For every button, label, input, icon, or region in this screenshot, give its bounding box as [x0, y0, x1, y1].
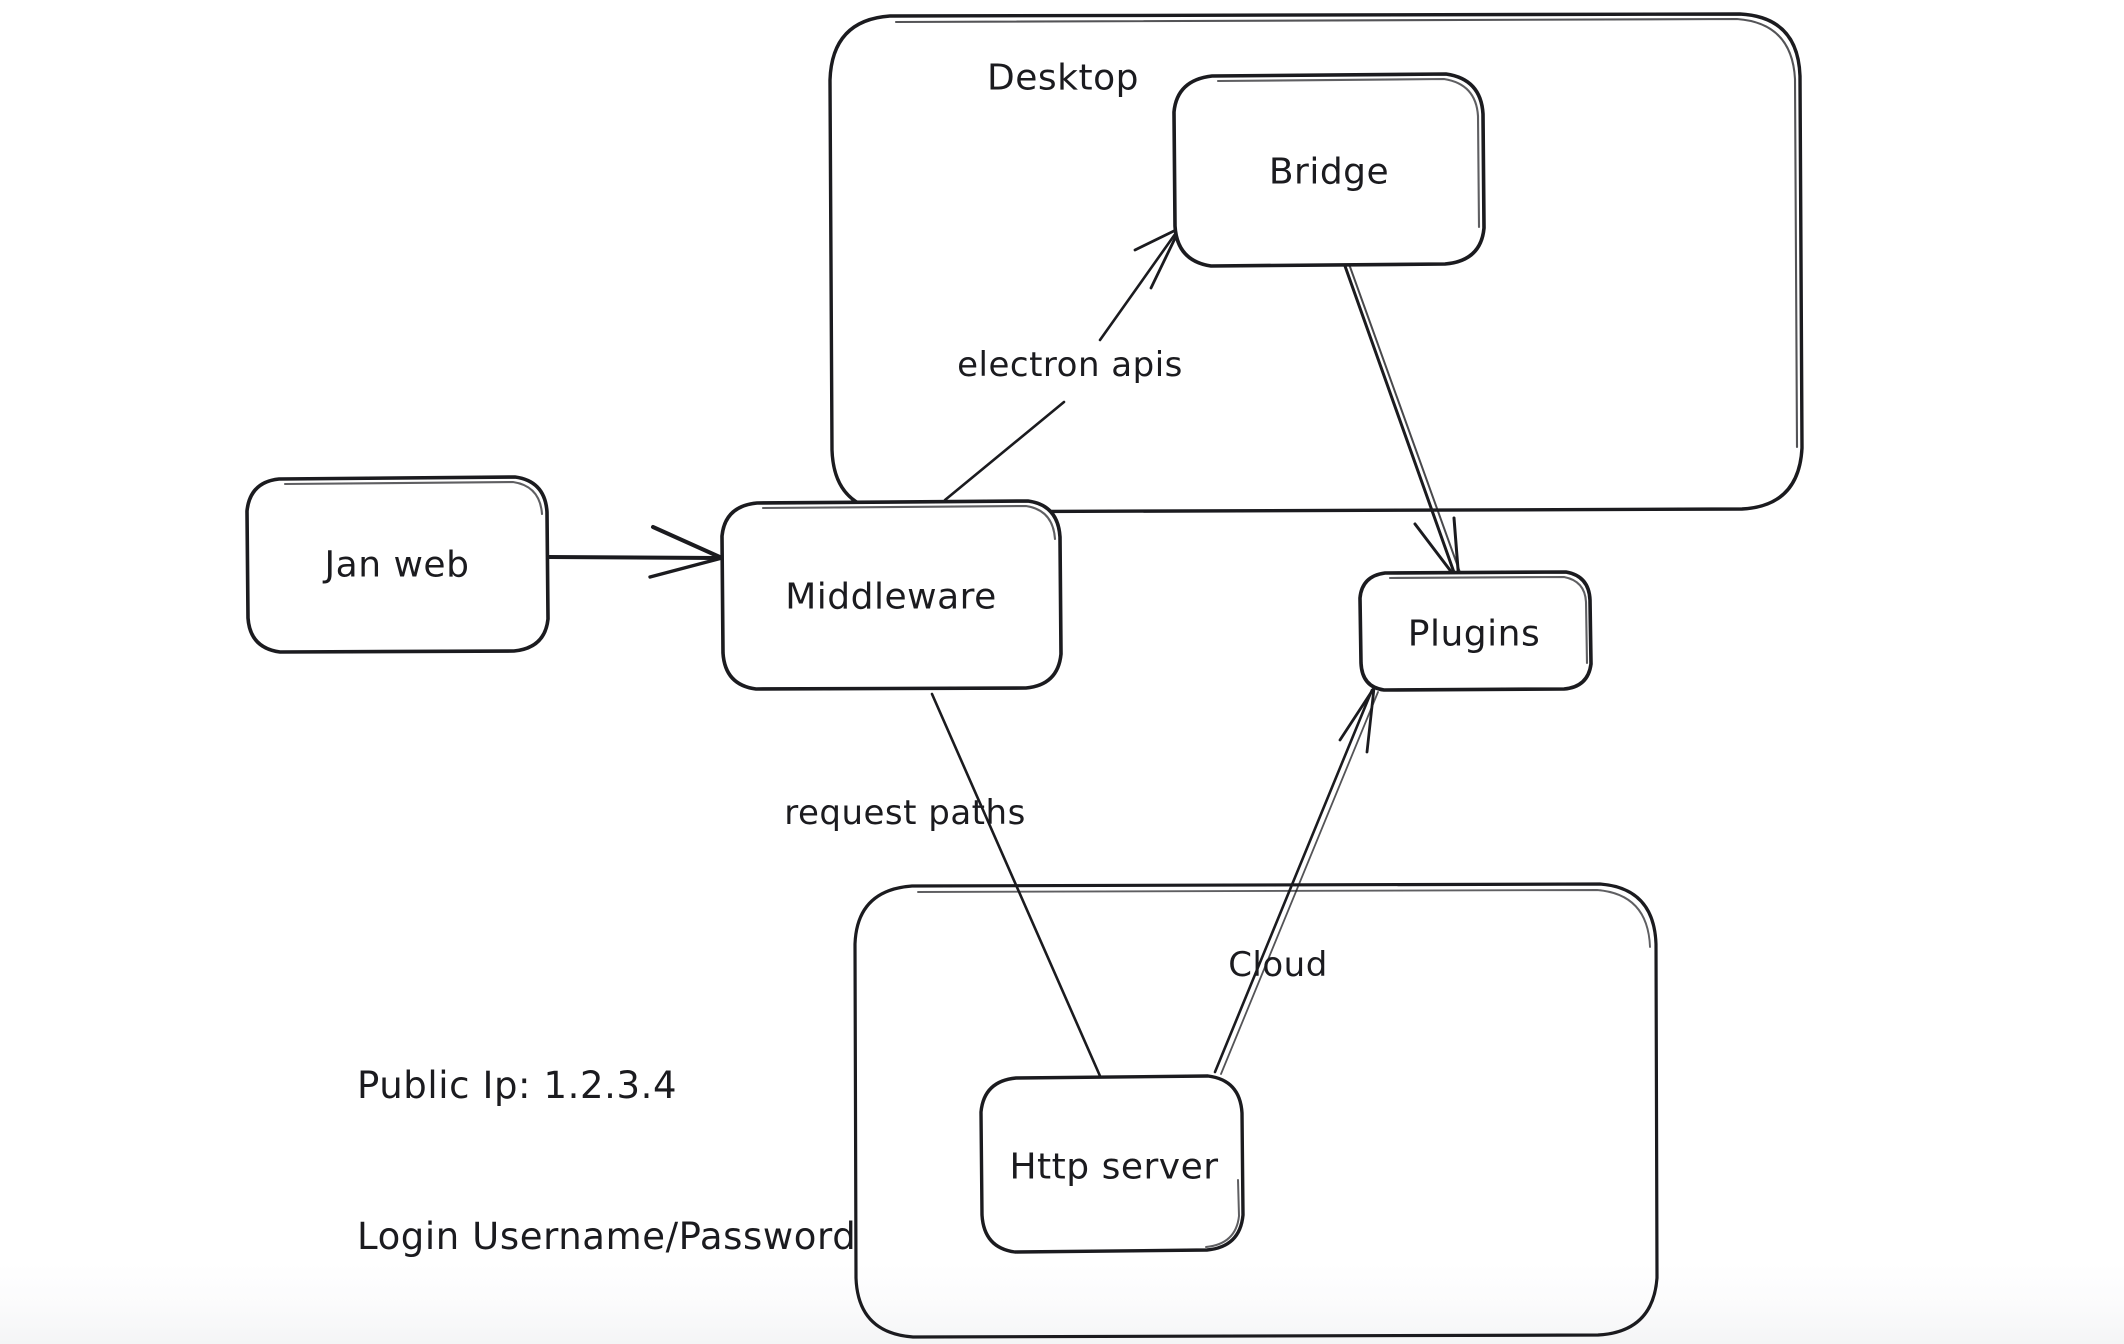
group-cloud-border [853, 882, 1659, 1339]
group-desktop-border [828, 12, 1804, 514]
edge-httpserver-to-middleware-line [930, 692, 1102, 1078]
edge-bridge-to-plugins [1343, 263, 1463, 584]
node-middleware-border-sketch [761, 504, 1057, 541]
edge-httpserver-to-plugins-line-sketch [1220, 691, 1379, 1075]
group-cloud-border-sketch [917, 889, 1651, 948]
edge-httpserver-to-middleware [930, 692, 1102, 1078]
edge-middleware-to-bridge-lower-seg [943, 400, 1066, 502]
edge-janweb-to-middleware-line [546, 555, 720, 560]
credentials-note: Public Ip: 1.2.3.4 Login Username/Passwo… [357, 960, 856, 1344]
node-plugins[interactable] [1358, 570, 1593, 692]
group-cloud [853, 882, 1659, 1339]
node-bridge-border [1172, 72, 1486, 268]
edge-bridge-to-plugins-line-sketch [1348, 263, 1463, 579]
node-jan-web-border-sketch [283, 480, 544, 516]
node-http-server-border-sketch [1205, 1179, 1241, 1248]
node-plugins-border [1358, 570, 1593, 692]
edge-janweb-arrowhead-upper [651, 525, 724, 560]
node-jan-web[interactable] [245, 475, 550, 654]
edge-bridge-to-plugins-line [1343, 264, 1458, 580]
edge-janweb-to-middleware [546, 525, 724, 579]
node-bridge-border-sketch [1216, 77, 1481, 229]
edge-middleware-to-bridge-upper-seg [1098, 228, 1180, 342]
group-desktop [828, 12, 1804, 514]
node-middleware[interactable] [720, 499, 1063, 691]
edge-janweb-arrowhead-lower [648, 556, 724, 579]
edge-plugins-bottom-arrowhead-left [1338, 686, 1376, 742]
edge-bridge-arrowhead-upper [1133, 226, 1182, 252]
credentials-note-line-login: Login Username/Password [357, 1214, 857, 1258]
node-http-server[interactable] [979, 1074, 1245, 1254]
node-plugins-border-sketch [1388, 575, 1589, 665]
node-http-server-border [979, 1074, 1245, 1254]
node-middleware-border [720, 499, 1063, 691]
node-bridge[interactable] [1172, 72, 1486, 268]
edge-middleware-to-bridge [943, 226, 1182, 502]
edge-httpserver-to-plugins-line [1213, 688, 1374, 1074]
group-desktop-border-sketch [894, 17, 1799, 449]
edge-plugins-bottom-arrowhead-right [1365, 686, 1376, 754]
credentials-note-line-ip: Public Ip: 1.2.3.4 [357, 1063, 678, 1107]
node-jan-web-border [245, 475, 550, 654]
edge-httpserver-to-plugins [1213, 686, 1379, 1075]
